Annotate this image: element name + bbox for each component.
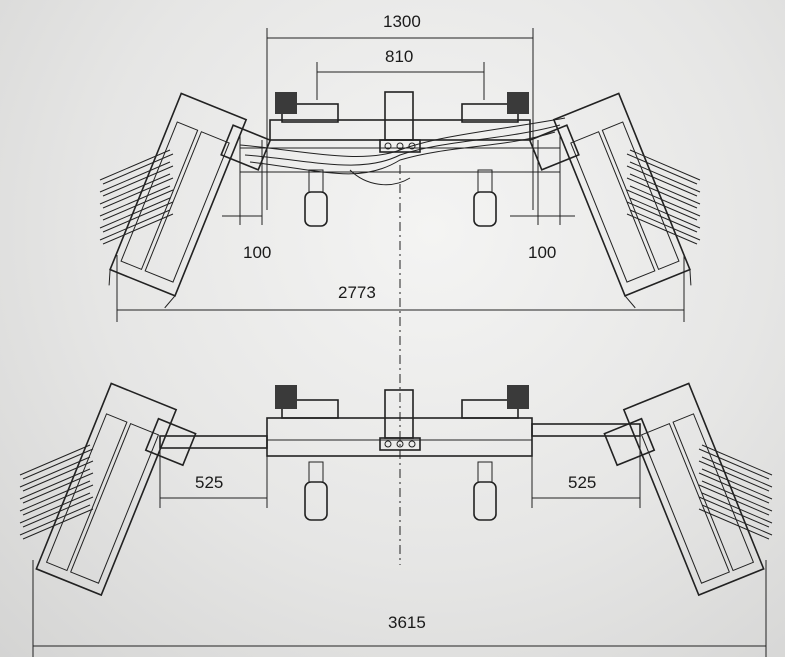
bottom-left-wheel <box>304 461 328 521</box>
bottom-view-unfolded: 525 525 3615 <box>19 382 773 657</box>
top-hoses <box>239 117 566 186</box>
dim-label-810: 810 <box>385 47 413 66</box>
dimension-2773: 2773 <box>116 255 685 322</box>
dimension-100-right: 100 <box>510 135 575 262</box>
dim-label-525-left: 525 <box>195 473 223 492</box>
dimension-1300: 1300 <box>266 12 534 210</box>
dimension-525-left: 525 <box>159 448 268 508</box>
dim-label-100-left: 100 <box>243 243 271 262</box>
dim-label-2773: 2773 <box>338 283 376 302</box>
bottom-right-wing <box>603 382 765 597</box>
dim-label-3615: 3615 <box>388 613 426 632</box>
top-main-beam <box>240 91 560 173</box>
dim-label-1300: 1300 <box>383 12 421 31</box>
top-left-tines <box>99 149 174 245</box>
top-right-wheel <box>473 169 497 227</box>
top-view-folded: 1300 810 <box>99 12 701 322</box>
bottom-extension-arms <box>159 423 641 449</box>
dim-label-100-right: 100 <box>528 243 556 262</box>
bottom-right-tines <box>698 444 773 540</box>
bottom-right-wheel <box>473 461 497 521</box>
top-right-wing <box>528 92 692 309</box>
bottom-left-wing <box>35 382 197 597</box>
bottom-main-beam <box>266 385 533 457</box>
bottom-left-tines <box>19 444 94 540</box>
dimension-3615: 3615 <box>32 560 767 657</box>
dimension-810: 810 <box>316 47 485 100</box>
top-right-tines <box>626 149 701 245</box>
dimension-525-right: 525 <box>531 436 641 508</box>
top-left-wing <box>108 92 272 309</box>
dimension-100-left: 100 <box>222 135 271 262</box>
dim-label-525-right: 525 <box>568 473 596 492</box>
top-left-wheel <box>304 169 328 227</box>
